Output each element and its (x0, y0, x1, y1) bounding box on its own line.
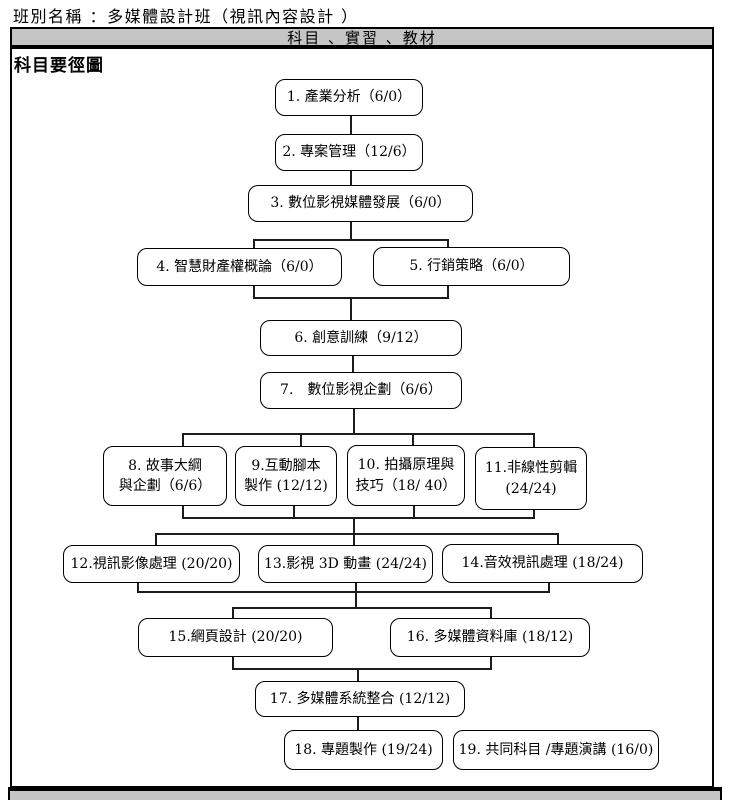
flow-node-label: 技巧（18/ 40） (355, 477, 457, 494)
flow-node-5: 5. 行銷策略（6/0） (373, 247, 570, 286)
connector-line (232, 668, 492, 670)
flow-node-label: 13.影視 3D 動畫 (24/24) (263, 555, 428, 572)
flow-node-label: 18. 專題製作 (19/24) (294, 741, 433, 758)
flow-node-label: 14.音效視訊處理 (18/24) (461, 555, 624, 572)
connector-line (355, 581, 357, 609)
connector-line (232, 607, 492, 609)
connector-line (155, 533, 559, 535)
flow-node-label: 4. 智慧財產權概論（6/0） (156, 258, 323, 275)
connector-line (137, 581, 139, 593)
flow-node-label: 5. 行銷策略（6/0） (409, 258, 534, 275)
flow-node-label: 與企劃（6/6） (118, 478, 212, 494)
flow-node-label: 6. 創意訓練（9/12） (294, 329, 428, 346)
connector-line (353, 517, 355, 535)
flow-node-label: 10. 拍攝原理與 (357, 457, 455, 474)
section-header-bar: 科目 、實習 、教材 (10, 27, 714, 47)
connector-line (533, 433, 535, 450)
flow-node-label: 2. 專案管理（12/6） (282, 144, 416, 161)
flow-node-1: 1. 產業分析（6/0） (275, 79, 423, 116)
connector-line (253, 239, 449, 241)
flow-node-15: 15.網頁設計 (20/20) (138, 618, 333, 657)
connector-line (350, 169, 352, 187)
connector-line (548, 581, 550, 593)
flow-node-13: 13.影視 3D 動畫 (24/24) (258, 545, 433, 583)
flow-node-14: 14.音效視訊處理 (18/24) (442, 544, 643, 583)
connector-line (557, 533, 559, 546)
connector-line (353, 533, 355, 547)
connector-line (182, 433, 535, 435)
connector-line (182, 504, 184, 519)
connector-line (137, 591, 550, 593)
flow-node-12: 12.視訊影像處理 (20/20) (63, 545, 240, 583)
connector-line (155, 533, 157, 547)
connector-line (533, 508, 535, 519)
flow-node-16: 16. 多媒體資料庫 (18/12) (390, 618, 590, 657)
flow-node-label: 3. 數位影視媒體發展（6/0） (270, 195, 451, 212)
flow-node-label: 16. 多媒體資料庫 (18/12) (406, 629, 574, 646)
flow-node-2: 2. 專案管理（12/6） (275, 134, 423, 171)
flow-node-label: 12.視訊影像處理 (20/20) (70, 555, 233, 572)
flow-node-10: 10. 拍攝原理與技巧（18/ 40） (347, 445, 465, 506)
flow-node-label: 19. 共同科目 /專題演講 (16/0) (458, 741, 654, 758)
flow-node-label: 7. 數位影視企劃（6/6） (280, 382, 442, 399)
connector-line (357, 715, 359, 732)
flow-node-label: 9.互動腳本 (251, 457, 321, 474)
diagram-title: 科目要徑圖 (14, 56, 104, 76)
connector-line (293, 504, 295, 519)
flow-node-18: 18. 專題製作 (19/24) (284, 730, 443, 770)
flow-node-label: 11.非線性剪輯 (484, 460, 578, 477)
flow-node-label: (24/24) (505, 480, 557, 497)
connector-line (413, 504, 415, 519)
flow-node-label: 製作 (12/12) (244, 478, 328, 494)
connector-line (353, 407, 355, 434)
section-header-text: 科目 、實習 、教材 (287, 28, 437, 47)
flow-node-19: 19. 共同科目 /專題演講 (16/0) (453, 730, 659, 770)
connector-line (182, 517, 535, 519)
flow-node-17: 17. 多媒體系統整合 (12/12) (255, 681, 465, 717)
connector-line (350, 220, 352, 240)
flow-node-11: 11.非線性剪輯 (24/24) (475, 447, 587, 510)
flow-node-4: 4. 智慧財產權概論（6/0） (137, 248, 342, 286)
flow-node-8: 8. 故事大綱與企劃（6/6） (103, 446, 227, 506)
connector-line (357, 668, 359, 683)
flow-node-label: 15.網頁設計 (20/20) (168, 629, 303, 646)
connector-line (182, 433, 184, 448)
flow-node-6: 6. 創意訓練（9/12） (260, 320, 462, 356)
flow-node-7: 7. 數位影視企劃（6/6） (260, 372, 462, 409)
flow-node-9: 9.互動腳本製作 (12/12) (235, 446, 337, 506)
connector-line (350, 114, 352, 136)
connector-line (412, 433, 414, 448)
flow-node-label: 1. 產業分析（6/0） (286, 89, 412, 106)
flow-node-label: 8. 故事大綱 (128, 457, 202, 474)
class-name-label: 班別名稱 ：多媒體設計班（視訊內容設計 ） (13, 7, 359, 26)
connector-line (350, 297, 352, 322)
connector-line (300, 433, 302, 448)
flow-node-label: 17. 多媒體系統整合 (12/12) (269, 690, 451, 707)
next-section-bar (8, 787, 722, 800)
flow-node-3: 3. 數位影視媒體發展（6/0） (248, 185, 473, 222)
connector-line (352, 354, 354, 374)
